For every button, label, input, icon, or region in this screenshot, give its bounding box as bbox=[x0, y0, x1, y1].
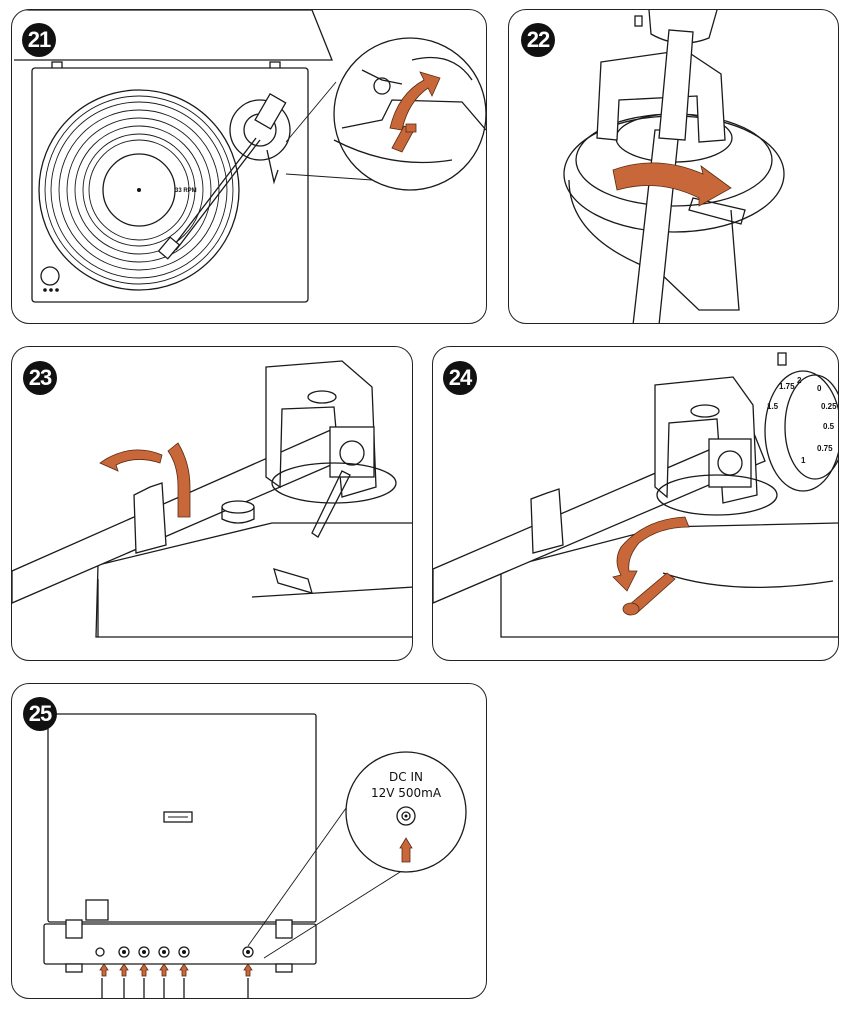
dial-tick-7: 1 bbox=[801, 456, 806, 465]
dial-tick-2: 2 bbox=[797, 376, 802, 385]
dc-plug-arrow bbox=[399, 837, 413, 863]
counterweight-dial bbox=[764, 352, 838, 492]
step-badge-21: 21 bbox=[22, 23, 56, 57]
dc-in-label: DC IN bbox=[389, 770, 423, 784]
dial-tick-5: 0.5 bbox=[823, 422, 835, 431]
step-24-panel: 24 1.75 2 0 0.25 0.5 0.75 1 1.5 bbox=[432, 346, 839, 661]
dial-tick-4: 0.25 bbox=[821, 402, 837, 411]
turntable-top-illustration: 33 RPM bbox=[14, 10, 486, 303]
dial-tick-1: 1.75 bbox=[779, 382, 795, 391]
cue-lever-arrow bbox=[612, 516, 690, 616]
clip-release-arrow bbox=[167, 442, 191, 518]
rear-panel-illustration bbox=[43, 713, 467, 998]
cable-plugs bbox=[101, 978, 249, 998]
tonearm bbox=[157, 92, 291, 260]
step-25-panel: 25 bbox=[11, 683, 487, 999]
speed-label: 33 RPM bbox=[175, 188, 197, 194]
lift-lever-arrow bbox=[389, 71, 441, 153]
step-badge-25: 25 bbox=[23, 697, 57, 731]
rear-jacks bbox=[95, 946, 254, 958]
step-23-panel: 23 bbox=[11, 346, 413, 661]
step-badge-22: 22 bbox=[521, 23, 555, 57]
turntable-body bbox=[43, 923, 317, 965]
dial-tick-3: 0 bbox=[817, 384, 822, 393]
arm-clip-illustration bbox=[12, 360, 412, 638]
step-21-panel: 21 33 RPM bbox=[11, 9, 487, 324]
vinyl-record bbox=[38, 89, 240, 291]
tonearm-base-illustration bbox=[563, 10, 785, 323]
rotate-arrow bbox=[612, 162, 732, 207]
plug-arrows bbox=[99, 963, 253, 977]
power-knob bbox=[40, 266, 60, 286]
step-badge-24: 24 bbox=[443, 361, 477, 395]
dc-in-rating: 12V 500mA bbox=[370, 786, 442, 800]
step-22-panel: 22 bbox=[508, 9, 839, 324]
zoom-callout bbox=[333, 37, 486, 191]
dial-tick-8: 1.5 bbox=[767, 402, 779, 411]
step-badge-23: 23 bbox=[23, 361, 57, 395]
counterweight-dial-illustration: 1.75 2 0 0.25 0.5 0.75 1 1.5 bbox=[433, 352, 838, 638]
dial-tick-6: 0.75 bbox=[817, 444, 833, 453]
dc-jack bbox=[396, 806, 416, 826]
